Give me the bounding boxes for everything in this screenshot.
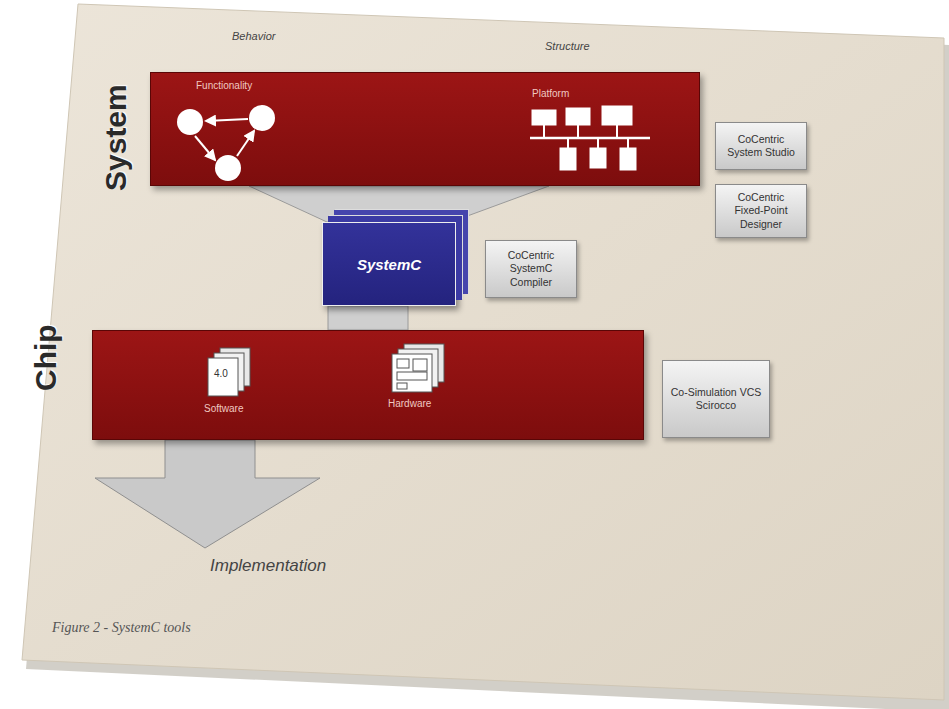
column-label: Behavior: [232, 30, 275, 42]
section-label: Platform: [532, 88, 569, 99]
box-label: CoCentric System Studio: [722, 133, 800, 159]
section-label: Hardware: [388, 398, 431, 409]
tool-box: CoCentric Fixed-Point Designer: [715, 184, 807, 238]
tilted-page: [22, 4, 944, 700]
section-heading: Chip: [29, 324, 63, 391]
implementation-arrow: [95, 440, 320, 548]
tool-box: CoCentric SystemC Compiler: [485, 240, 577, 298]
section-label: Functionality: [196, 80, 252, 91]
icon-text: 4.0: [214, 368, 228, 379]
functionality-graph: [177, 105, 275, 181]
flow-funnel: [249, 186, 549, 222]
tool-box: Co-Simulation VCS Scirocco: [662, 360, 770, 438]
column-label: Structure: [545, 40, 590, 52]
flow-funnel: [328, 306, 408, 330]
implementation-label: Implementation: [210, 556, 326, 576]
box-label: SystemC: [357, 256, 421, 273]
platform-blocks: [530, 106, 650, 170]
box-label: CoCentric Fixed-Point Designer: [722, 191, 800, 230]
software-icon: [208, 348, 250, 396]
figure-caption: Figure 2 - SystemC tools: [52, 620, 191, 636]
section-heading: System: [99, 84, 133, 191]
hardware-icon: [392, 344, 444, 392]
section-label: Software: [204, 403, 243, 414]
tool-box: CoCentric System Studio: [715, 122, 807, 170]
systemc-document: SystemC: [322, 222, 456, 306]
chip-band: Chip: [92, 330, 644, 440]
box-label: CoCentric SystemC Compiler: [492, 249, 570, 288]
box-label: Co-Simulation VCS Scirocco: [669, 386, 763, 412]
